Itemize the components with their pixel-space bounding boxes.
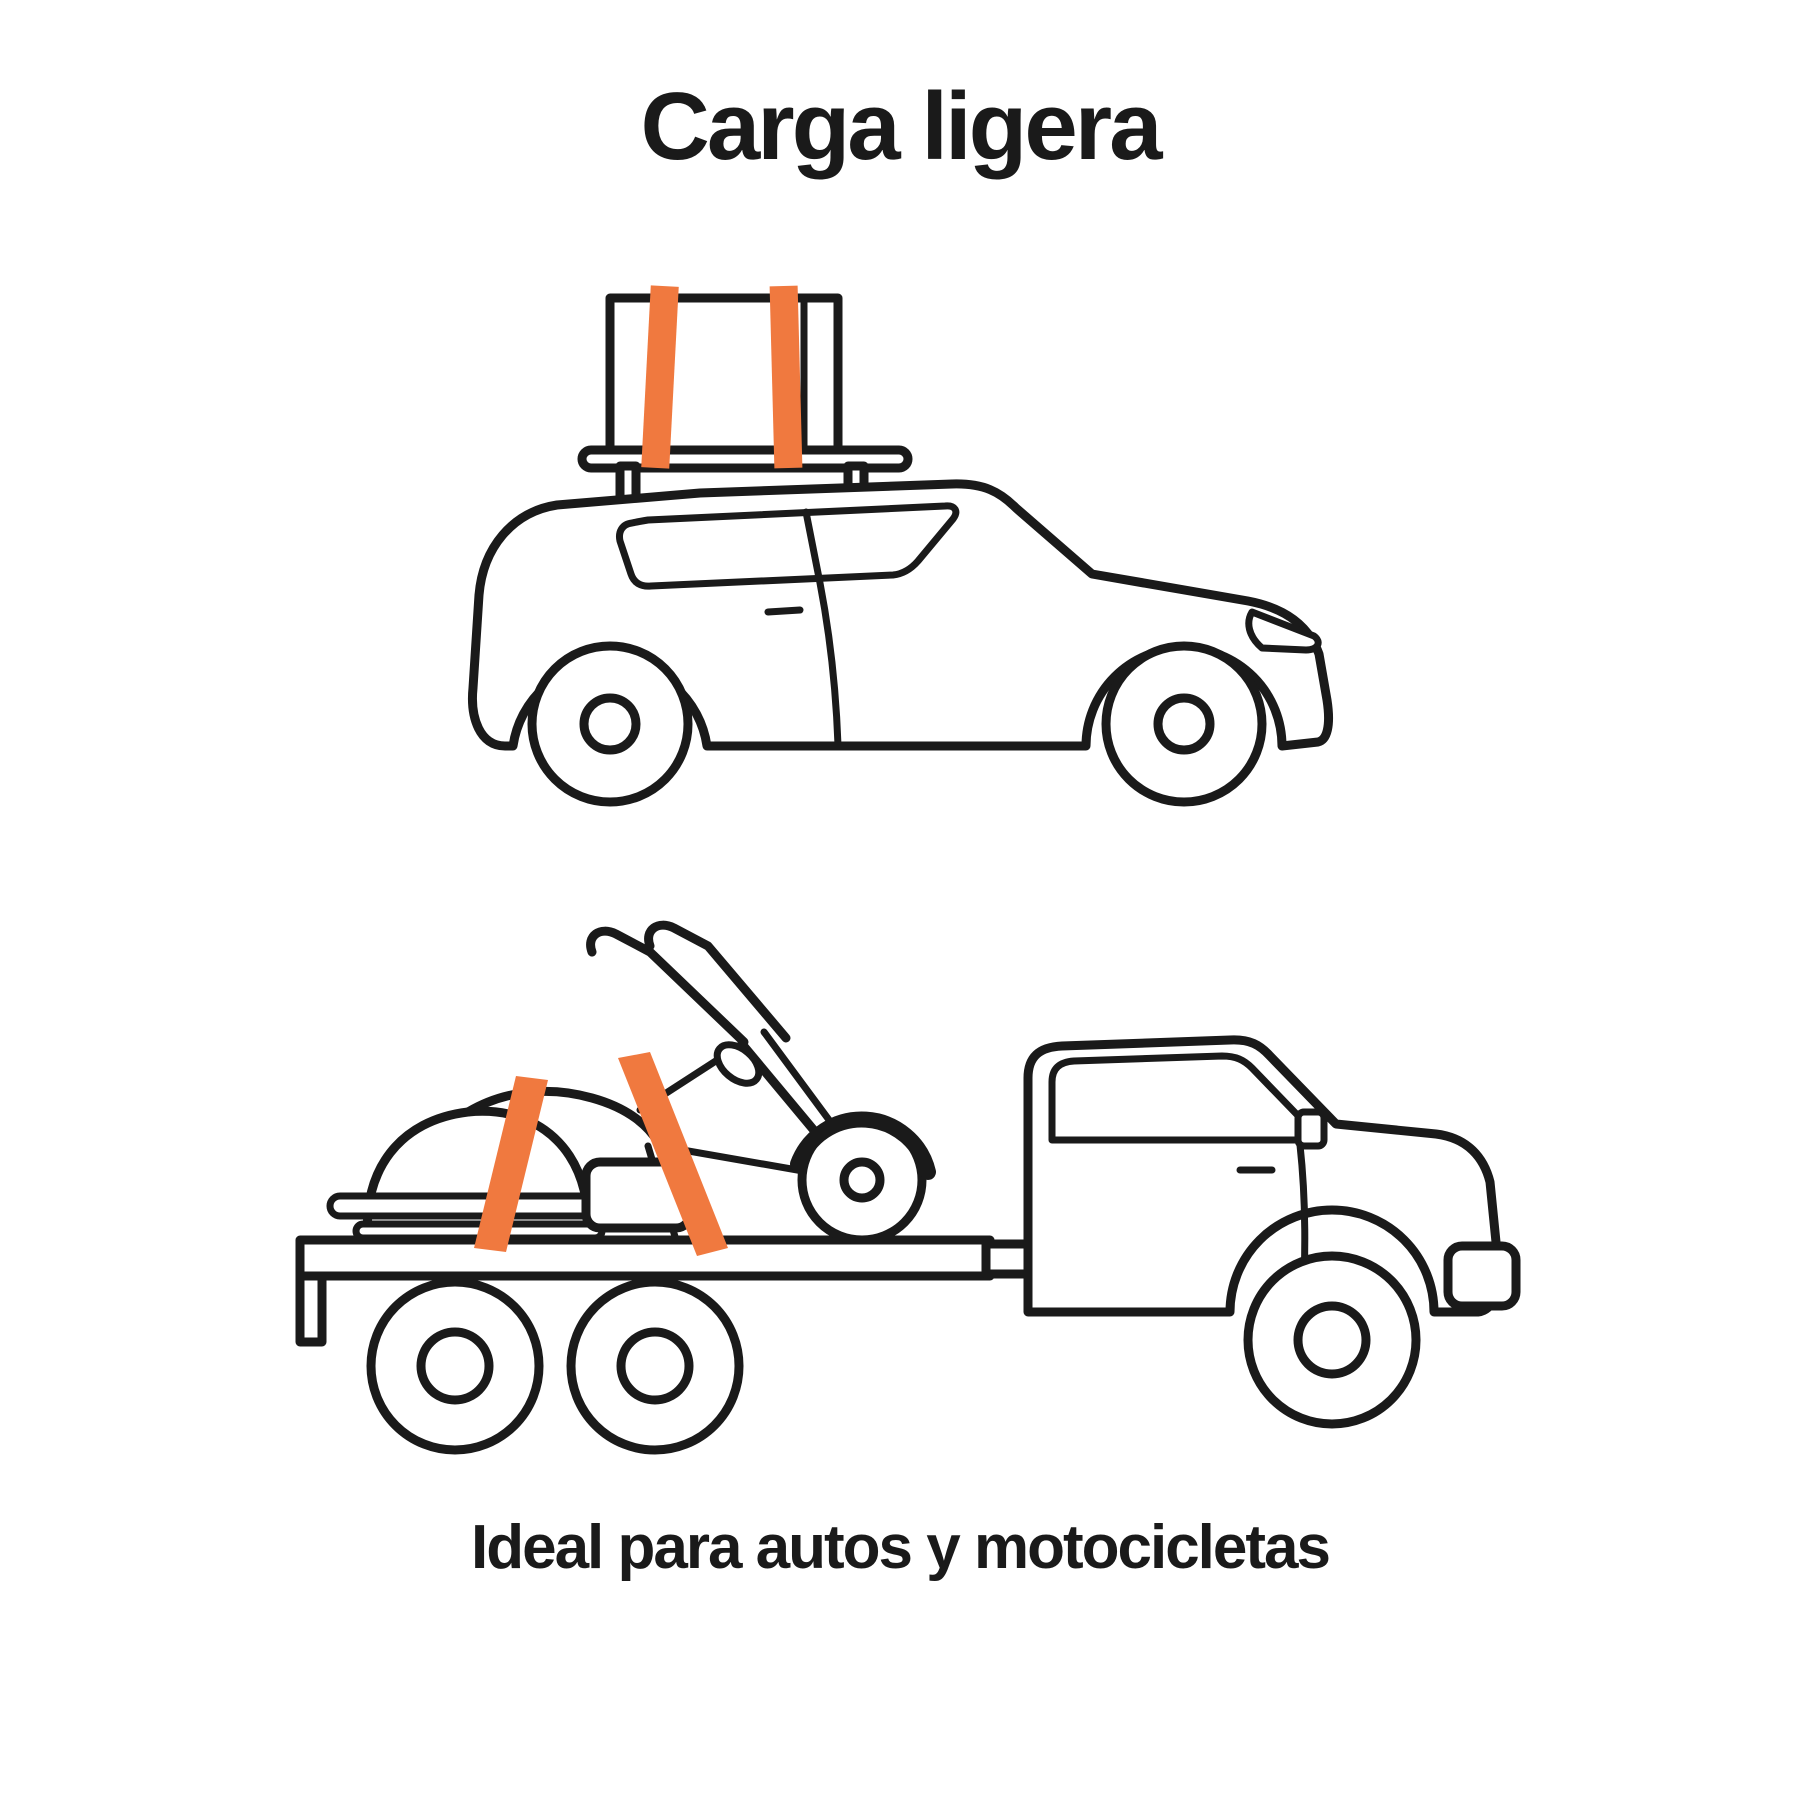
roof-straps [641,285,803,469]
motorcycle-front-fender [790,1111,936,1180]
car-front-hub [1153,693,1215,755]
motorcycle-handlebar-left [586,926,749,1047]
pickup-front-hub [1293,1301,1371,1379]
tie-down-strap-right-icon [769,285,803,469]
motorcycle-exhaust-upper [326,1192,596,1220]
car-roof-cargo-illustration [467,285,1334,807]
tie-down-strap-right-icon [618,1052,728,1256]
motorcycle-handlebar-right [644,920,791,1043]
tie-down-strap-left-icon [474,1076,548,1252]
truck-trailer-motorcycle-illustration [295,920,1521,1455]
pickup-truck [1023,1035,1521,1429]
motorcycle-straps [474,1052,728,1256]
car-rear-hub [579,693,641,755]
car-side-window [616,502,960,590]
motorcycle [326,920,936,1245]
pickup-bumper [1443,1241,1521,1311]
trailer-hub-right [616,1327,694,1405]
trailer-hub-left [416,1327,494,1405]
car-wheels [527,641,1267,807]
pickup-mirror [1294,1108,1328,1150]
motorcycle-front-hub [839,1157,885,1203]
motorcycle-headlight [713,1041,763,1087]
car-door-seam [802,508,842,749]
tie-down-strap-left-icon [641,285,679,469]
trailer-left-post [295,1271,327,1347]
flatbed-trailer [295,1235,1039,1455]
car-headlight [1245,608,1322,654]
trailer-deck [295,1235,995,1281]
page-title: Carga ligera [640,73,1163,180]
caption-text: Ideal para autos y motocicletas [470,1513,1331,1582]
car-door-handle [764,606,804,616]
